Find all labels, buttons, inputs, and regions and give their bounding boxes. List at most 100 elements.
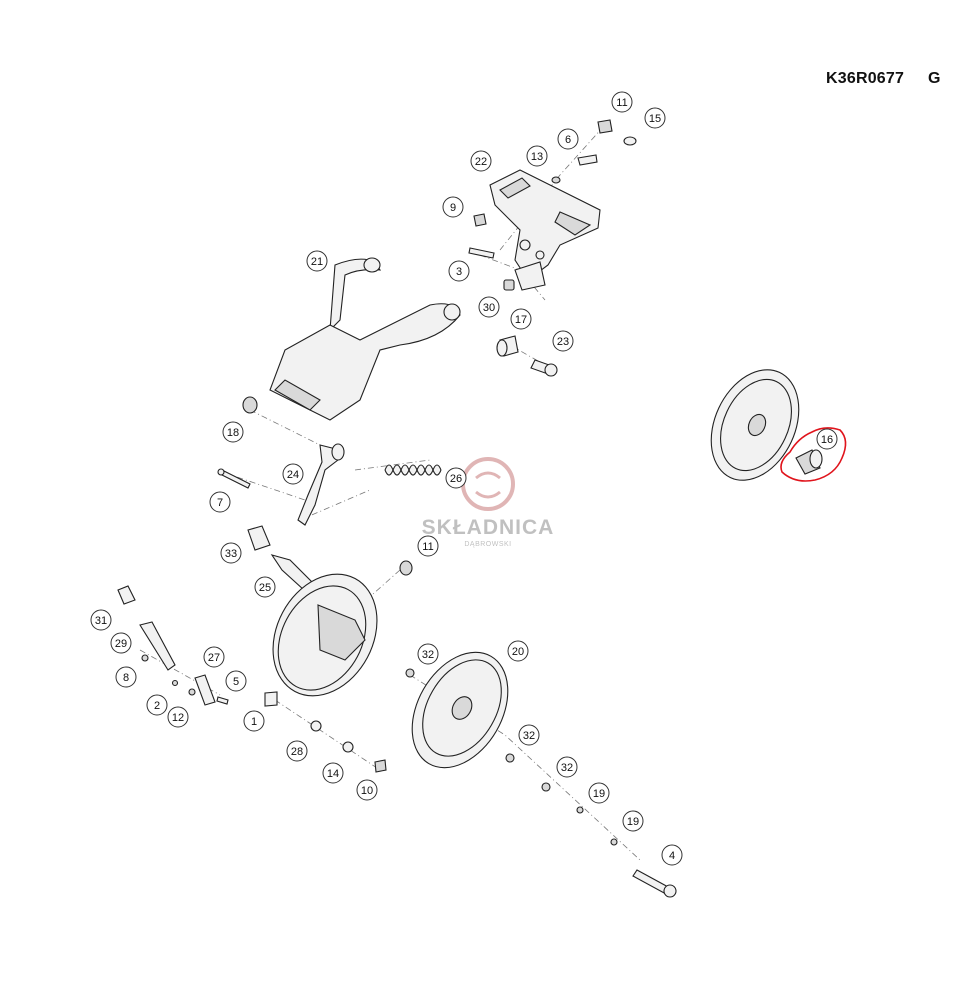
- part-number-label: 30: [483, 302, 495, 314]
- part-callout-8: 8: [115, 666, 137, 688]
- part-callout-15: 15: [644, 107, 666, 129]
- part-number-label: 9: [450, 202, 456, 214]
- axle-hardware: [310, 668, 618, 846]
- pin-part: [217, 468, 251, 489]
- callout-circle: [510, 308, 532, 330]
- part-number-label: 10: [361, 785, 373, 797]
- part-callout-5: 5: [225, 670, 247, 692]
- callout-circle: [115, 666, 137, 688]
- callout-circle: [282, 463, 304, 485]
- part-number-label: 13: [531, 151, 543, 163]
- part-number-label: 8: [123, 672, 129, 684]
- callout-circle: [203, 646, 225, 668]
- callout-circle: [356, 779, 378, 801]
- nut-11: [399, 560, 413, 576]
- callout-circle: [286, 740, 308, 762]
- part-callout-32c: 32: [556, 756, 578, 778]
- part-number-label: 14: [327, 768, 339, 780]
- part-callout-24: 24: [282, 463, 304, 485]
- nut-18: [242, 396, 258, 414]
- callout-circle: [518, 724, 540, 746]
- part-callout-20: 20: [507, 640, 529, 662]
- part-callout-33: 33: [220, 542, 242, 564]
- drawing-revision: G: [928, 70, 941, 87]
- part-callout-4: 4: [661, 844, 683, 866]
- hardware-bottom-left: [141, 654, 278, 707]
- callout-circle: [146, 694, 168, 716]
- part-callout-26: 26: [445, 467, 467, 489]
- callout-circle: [478, 296, 500, 318]
- part-callout-11a: 11: [611, 91, 633, 113]
- part-number-label: 19: [593, 788, 605, 800]
- callout-circle: [417, 535, 439, 557]
- callout-circle: [557, 128, 579, 150]
- part-callout-16: 16: [816, 428, 838, 450]
- part-callout-19a: 19: [588, 782, 610, 804]
- part-callout-2: 2: [146, 694, 168, 716]
- callout-circle: [552, 330, 574, 352]
- cable-lever-parts: [117, 585, 216, 706]
- drawing-code: K36R0677: [826, 70, 905, 87]
- part-callout-22: 22: [470, 150, 492, 172]
- part-callout-1: 1: [243, 710, 265, 732]
- callout-circle: [442, 196, 464, 218]
- callout-circle: [90, 609, 112, 631]
- part-callout-13: 13: [526, 145, 548, 167]
- callout-circle: [661, 844, 683, 866]
- part-callout-19b: 19: [622, 810, 644, 832]
- part-callout-11b: 11: [417, 535, 439, 557]
- part-number-label: 16: [821, 434, 833, 446]
- part-callout-23: 23: [552, 330, 574, 352]
- part-number-label: 2: [154, 700, 160, 712]
- watermark-subtitle: DĄBROWSKI: [464, 541, 511, 548]
- part-callout-29: 29: [110, 632, 132, 654]
- callout-circle: [644, 107, 666, 129]
- part-callout-7: 7: [209, 491, 231, 513]
- part-callout-10: 10: [356, 779, 378, 801]
- part-number-label: 25: [259, 582, 271, 594]
- callout-circle: [110, 632, 132, 654]
- part-number-label: 23: [557, 336, 569, 348]
- part-number-label: 3: [456, 266, 462, 278]
- part-number-label: 11: [616, 97, 627, 109]
- part-number-label: 15: [649, 113, 661, 125]
- callout-circle: [622, 810, 644, 832]
- spring-part: [384, 464, 442, 476]
- detail-wheel-16: [710, 369, 800, 481]
- part-number-label: 21: [311, 256, 323, 268]
- callout-circle: [526, 145, 548, 167]
- part-number-label: 11: [422, 541, 433, 553]
- axle-bolt: [632, 869, 677, 898]
- callout-circle: [445, 467, 467, 489]
- main-wheel: [272, 573, 378, 697]
- part-number-label: 28: [291, 746, 303, 758]
- callout-circle: [611, 91, 633, 113]
- part-callout-28: 28: [286, 740, 308, 762]
- part-number-label: 1: [251, 716, 257, 728]
- bushing-pin-parts: [496, 335, 558, 377]
- part-callout-12: 12: [167, 706, 189, 728]
- part-callout-32a: 32: [417, 643, 439, 665]
- part-callout-14: 14: [322, 762, 344, 784]
- part-callout-27: 27: [203, 646, 225, 668]
- part-number-label: 6: [565, 134, 571, 146]
- part-number-label: 26: [450, 473, 462, 485]
- part-number-label: 18: [227, 427, 239, 439]
- part-number-label: 32: [561, 762, 573, 774]
- part-callout-18: 18: [222, 421, 244, 443]
- part-callout-30: 30: [478, 296, 500, 318]
- wheel-20: [411, 651, 509, 769]
- callout-circle: [588, 782, 610, 804]
- callout-circle: [556, 756, 578, 778]
- callout-circle: [448, 260, 470, 282]
- lever-part: [297, 443, 345, 526]
- part-number-label: 32: [422, 649, 434, 661]
- part-number-label: 24: [287, 469, 299, 481]
- part-callout-31: 31: [90, 609, 112, 631]
- part-number-label: 19: [627, 816, 639, 828]
- part-callout-17: 17: [510, 308, 532, 330]
- part-number-label: 32: [523, 730, 535, 742]
- callout-circle: [322, 762, 344, 784]
